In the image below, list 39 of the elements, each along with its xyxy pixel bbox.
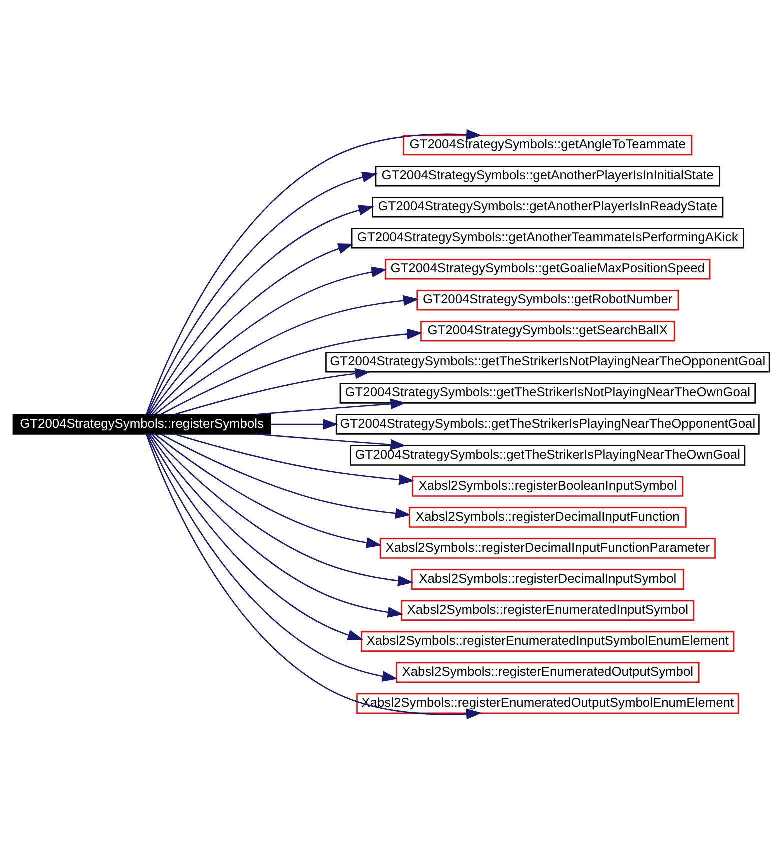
node-box: GT2004StrategySymbols::getTheStrikerIsPlayingNearTheOpponentGoal [336,414,760,435]
node-box: Xabsl2Symbols::registerDecimalInputFunction [408,507,687,528]
arrow [146,434,482,720]
node-box: GT2004StrategySymbols::getRobotNumber [416,290,680,311]
arrow [254,434,406,450]
arrow [174,434,415,486]
arrow [152,434,414,586]
arrow [174,368,371,416]
node-box: Xabsl2Symbols::registerDecimalInputFunctionParameter [380,538,716,559]
arrow [160,328,423,416]
node-box: GT2004StrategySymbols::getGoalieMaxPositionSpeed [385,259,711,280]
arrow [146,434,398,682]
node-box: GT2004StrategySymbols::getSearchBallX [420,321,676,342]
arrow [254,398,406,416]
node-box: Xabsl2Symbols::registerEnumeratedInputSymbol [401,600,695,621]
arrow [154,434,382,548]
node-box: Xabsl2Symbols::registerDecimalInputSymbol [412,569,684,590]
arrow [148,434,364,640]
node-box: Xabsl2Symbols::registerEnumeratedOutputSymbolEnumElement [356,693,740,714]
node-box: Xabsl2Symbols::registerEnumeratedInputSymbolEnumElement [361,631,735,652]
node-box: GT2004StrategySymbols::getTheStrikerIsNotPlayingNearTheOwnGoal [340,383,756,404]
node-box: GT2004StrategySymbols::getAnotherPlayerIsInReadyState [372,197,724,218]
arrow [154,295,420,416]
arrow [148,205,374,415]
node-box: GT2004StrategySymbols::getAngleToTeammate [403,135,693,156]
node-box: GT2004StrategySymbols::getAnotherTeammateIsPerformingAKick [351,228,744,249]
arrow [146,129,482,415]
arrow [146,172,378,415]
arrow [149,434,404,618]
node-box: GT2004StrategySymbols::getAnotherPlayerIsInInitialState [375,166,720,187]
node-box: GT2004StrategySymbols::getTheStrikerIsNotPlayingNearTheOpponentGoal [326,352,770,373]
node-box: GT2004StrategySymbols::getTheStrikerIsPlayingNearTheOwnGoal [350,445,746,466]
arrow [149,244,354,416]
arrow [160,434,412,519]
arrow [152,266,388,416]
node-box: GT2004StrategySymbols::registerSymbols [12,414,272,435]
node-box: Xabsl2Symbols::registerEnumeratedOutputSymbol [396,662,700,683]
node-box: Xabsl2Symbols::registerBooleanInputSymbol [412,476,684,497]
arrow [270,419,339,430]
